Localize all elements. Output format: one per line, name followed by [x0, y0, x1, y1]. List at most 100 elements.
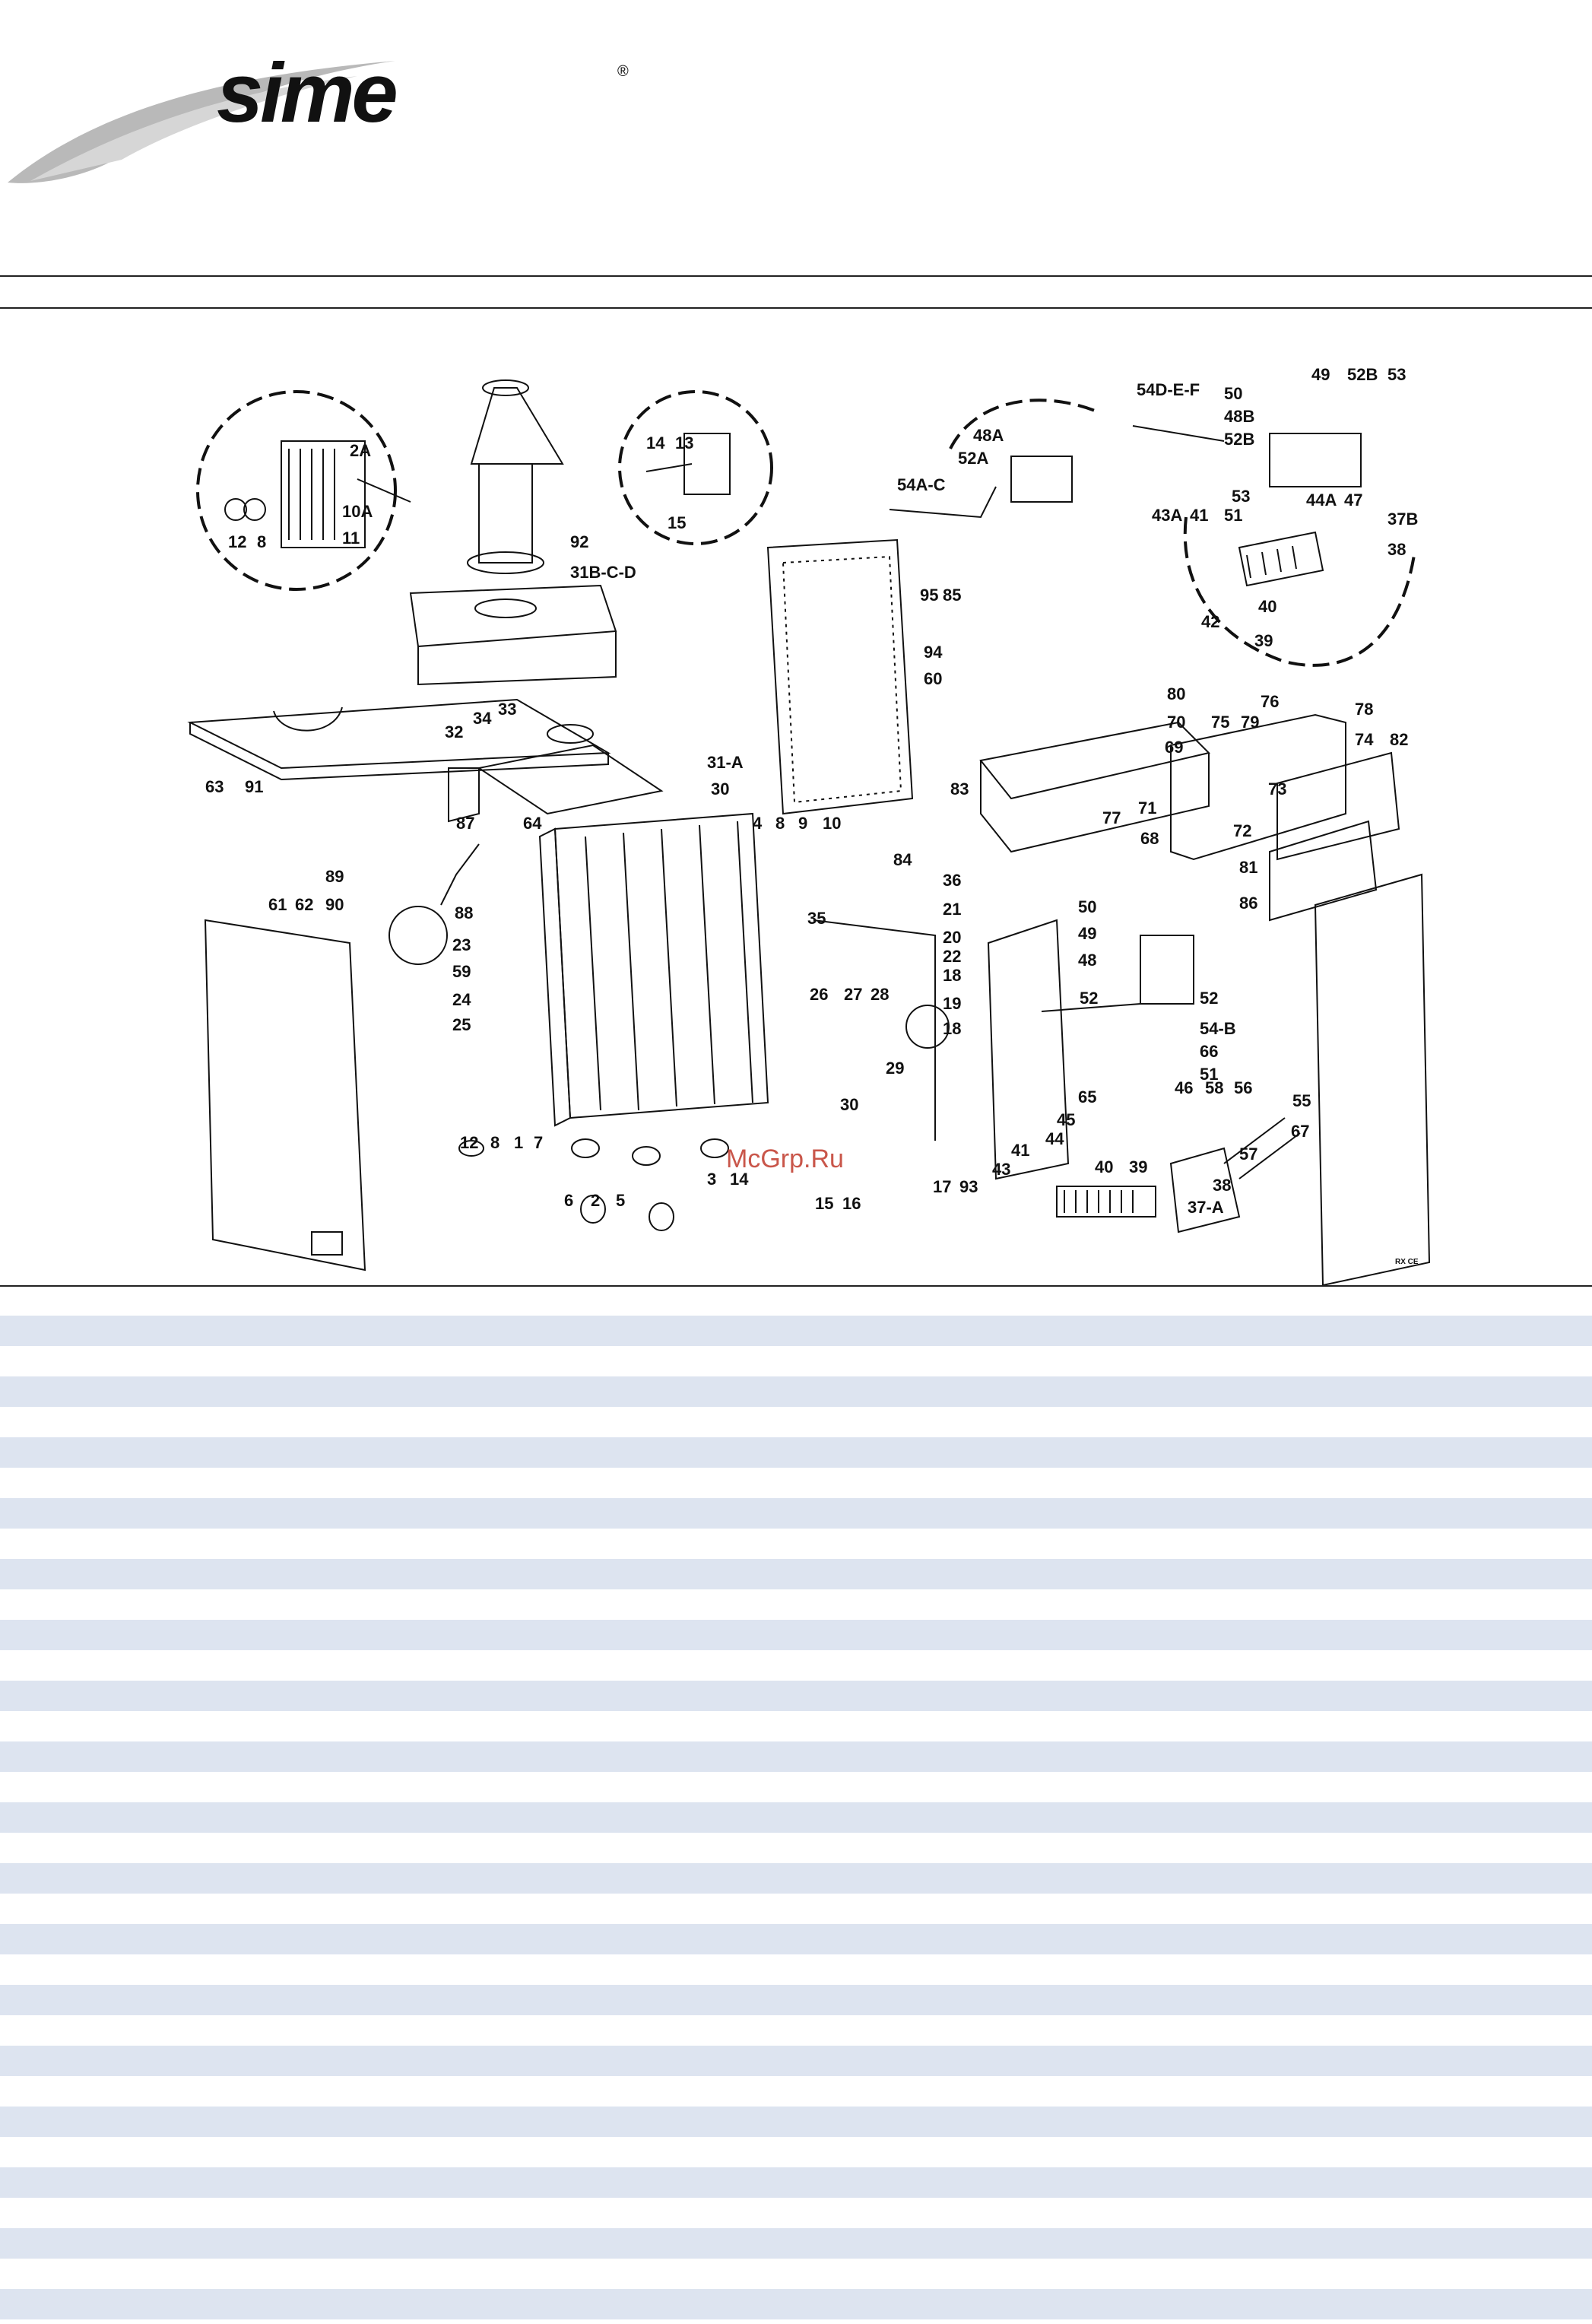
table-row: [0, 1589, 1592, 1620]
callout-18-2: 18: [943, 1019, 961, 1038]
detail-circle-middle: [618, 390, 773, 545]
table-row: [0, 2107, 1592, 2137]
table-row: [0, 1559, 1592, 1589]
table-row: [0, 1985, 1592, 2015]
callout-32: 32: [445, 722, 463, 741]
callout-33: 33: [498, 700, 516, 719]
sime-logo: sime ®: [8, 46, 629, 183]
callout-28: 28: [871, 985, 889, 1004]
exploded-parts-diagram: 2A 10A 11 12 8 92 31B-C-D 14 13 15 48A 5…: [187, 365, 1431, 1285]
callout-25: 25: [452, 1015, 471, 1034]
table-row: [0, 1529, 1592, 1559]
callout-1: 1: [514, 1133, 523, 1152]
callout-44: 44: [1045, 1129, 1064, 1148]
callout-42: 42: [1201, 612, 1219, 631]
callout-64: 64: [523, 814, 542, 833]
callout-61: 61: [268, 895, 287, 914]
callout-29: 29: [886, 1059, 904, 1078]
callout-31-A: 31-A: [707, 753, 744, 772]
header-rule-bottom: [0, 307, 1592, 309]
front-cover: [1276, 751, 1400, 861]
table-row: [0, 2046, 1592, 2076]
table-row: [0, 1924, 1592, 1954]
table-row: [0, 1954, 1592, 1985]
callout-78: 78: [1355, 700, 1373, 719]
callout-12-2: 12: [460, 1133, 478, 1152]
table-row: [0, 1437, 1592, 1468]
table-row: [0, 1376, 1592, 1407]
callout-87: 87: [456, 814, 474, 833]
callout-83: 83: [950, 779, 969, 798]
table-row: [0, 1650, 1592, 1681]
flow-pipe: [813, 919, 936, 1141]
callout-41: 41: [1190, 506, 1208, 525]
table-row: [0, 1894, 1592, 1924]
control-panel-fascia: [1170, 713, 1346, 861]
callout-40-2: 40: [1095, 1157, 1113, 1176]
callout-92: 92: [570, 532, 588, 551]
callout-21: 21: [943, 900, 961, 919]
callout-8-3: 8: [490, 1133, 499, 1152]
callout-54D-E-F: 54D-E-F: [1137, 380, 1200, 399]
callout-37-A: 37-A: [1188, 1198, 1224, 1217]
callout-49: 49: [1311, 365, 1330, 384]
callout-54A-C: 54A-C: [897, 475, 946, 494]
callout-38: 38: [1387, 540, 1406, 559]
rear-panel: [766, 538, 914, 815]
pump: [905, 1005, 950, 1049]
table-row: [0, 1863, 1592, 1894]
callout-10: 10: [823, 814, 841, 833]
callout-12: 12: [228, 532, 246, 551]
table-row: [0, 1772, 1592, 1802]
callout-14-2: 14: [730, 1170, 749, 1189]
callout-13: 13: [675, 433, 693, 452]
callout-18: 18: [943, 966, 961, 985]
callout-69: 69: [1165, 738, 1183, 757]
table-rule-top: [0, 1285, 1592, 1287]
callout-47: 47: [1344, 491, 1362, 510]
gas-valve: [1140, 935, 1194, 1005]
table-row: [0, 2015, 1592, 2046]
callout-79: 79: [1241, 713, 1259, 732]
callout-82: 82: [1390, 730, 1408, 749]
table-row: [0, 1802, 1592, 1833]
callout-84: 84: [893, 850, 912, 869]
table-row: [0, 1711, 1592, 1741]
table-row: [0, 1681, 1592, 1711]
callout-10A: 10A: [342, 502, 373, 521]
callout-51-2: 51: [1200, 1065, 1218, 1084]
callout-62: 62: [295, 895, 313, 914]
callout-56: 56: [1234, 1078, 1252, 1097]
callout-88: 88: [455, 903, 473, 922]
table-row: [0, 1407, 1592, 1437]
callout-93: 93: [959, 1177, 978, 1196]
callout-52B: 52B: [1347, 365, 1378, 384]
callout-16: 16: [842, 1194, 861, 1213]
callout-94: 94: [924, 643, 943, 662]
callout-27: 27: [844, 985, 862, 1004]
callout-49-2: 49: [1078, 924, 1096, 943]
callout-50-2: 50: [1078, 897, 1096, 916]
callout-23: 23: [452, 935, 471, 954]
frame-plate: [987, 919, 1070, 1180]
callout-43: 43: [992, 1160, 1010, 1179]
callout-37B: 37B: [1387, 510, 1418, 529]
flue-hood: [409, 584, 617, 648]
registered-mark: ®: [617, 63, 629, 80]
expansion-vessel: [388, 906, 448, 965]
callout-53: 53: [1387, 365, 1406, 384]
flue-pipe: [478, 463, 533, 564]
table-row: [0, 1620, 1592, 1650]
watermark: McGrp.Ru: [726, 1145, 844, 1173]
callout-77: 77: [1102, 808, 1121, 827]
control-box: [979, 721, 1210, 800]
table-row: [0, 2167, 1592, 2198]
table-row: [0, 2137, 1592, 2167]
callout-2A: 2A: [350, 441, 371, 460]
callout-4: 4: [753, 814, 763, 833]
table-row: [0, 2228, 1592, 2259]
detail-arc-right: [1183, 516, 1416, 667]
callout-22: 22: [943, 947, 961, 966]
callout-58: 58: [1205, 1078, 1223, 1097]
callout-36: 36: [943, 871, 961, 890]
